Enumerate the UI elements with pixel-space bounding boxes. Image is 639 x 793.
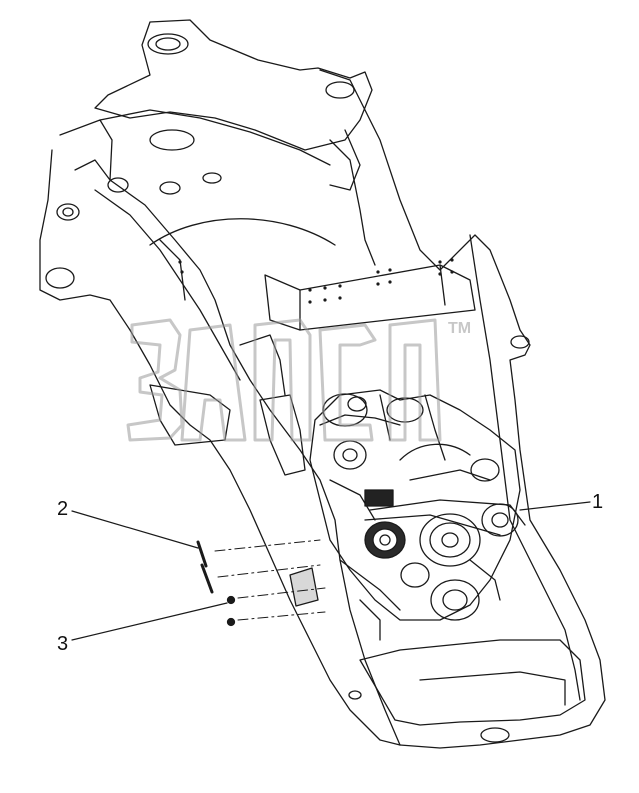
watermark-logo: TM — [126, 318, 471, 442]
assembly-centerlines — [214, 539, 326, 621]
leader-line-2 — [71, 510, 199, 549]
leader-line-3 — [71, 602, 228, 641]
watermark-tm: TM — [448, 320, 471, 337]
leader-line-1 — [519, 501, 591, 511]
callout-3: 3 — [57, 633, 69, 655]
plate-bolt-holes — [178, 258, 454, 304]
pin-part — [196, 540, 208, 568]
exploded-hardware — [196, 540, 236, 627]
washer-part — [226, 617, 236, 627]
callout-2: 2 — [57, 498, 69, 520]
washer-part — [226, 595, 236, 605]
leader-lines — [71, 501, 591, 641]
pin-part — [200, 563, 214, 594]
callout-1: 1 — [592, 491, 604, 513]
